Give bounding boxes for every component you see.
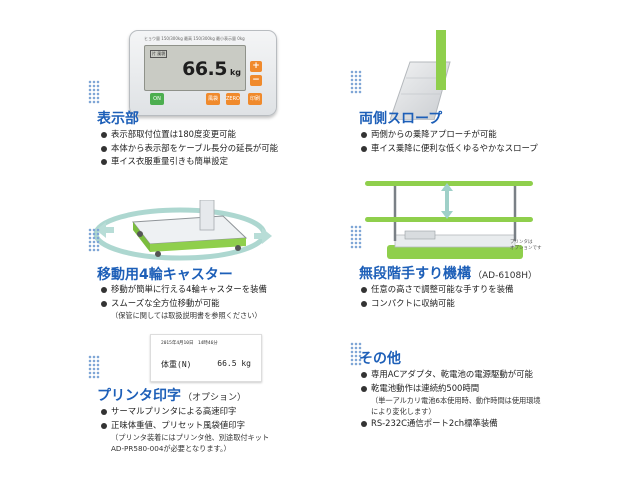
printer-subtitle: （オプション） — [183, 393, 247, 403]
printer-note-2: AD-PR580-004が必要となります。） — [111, 444, 231, 453]
section-title-printer: プリンタ印字（オプション） — [97, 385, 246, 405]
slip-label: 体重(N) — [161, 360, 192, 369]
slip-date: 2015年4月10日 14時46分 — [161, 341, 218, 346]
handrail-model: （AD-6108H） — [473, 271, 538, 281]
list-item: スムーズな全方位移動が可能 — [100, 297, 267, 311]
list-item: RS-232C通信ポート2ch標準装備 — [360, 417, 541, 431]
section-title-handrail: 無段階手すり機構（AD-6108H） — [359, 263, 537, 283]
list-item: 車イス乗降に便利な低くゆるやかなスロープ — [360, 142, 538, 156]
list-item: 移動が簡単に行える4輪キャスターを装備 — [100, 283, 267, 297]
tare-button: 風袋 — [206, 93, 220, 105]
section-marker-dots — [88, 228, 100, 252]
section-marker-dots — [350, 70, 362, 94]
ramp-image — [390, 30, 451, 120]
section-marker-dots — [88, 355, 100, 379]
printer-option-note: プリンタは オプションです — [510, 240, 542, 252]
section-marker-dots — [350, 342, 362, 366]
section-display-bullets: 表示部取付位置は180度変更可能 本体から表示部をケーブル長分の延長が可能 車イ… — [100, 128, 278, 169]
list-item: 任意の高さで調整可能な手すりを装備 — [360, 283, 513, 297]
lcd-screen: 片 風袋 66.5 kg — [144, 45, 246, 91]
section-printer-bullets: サーマルプリンタによる高速印字 正味体重値、プリセット風袋値印字 （プリンタ装着… — [100, 405, 269, 454]
on-button: ON — [150, 93, 164, 105]
printer-option-note-line-2: オプションです — [510, 246, 542, 251]
section-title-display: 表示部 — [97, 111, 139, 127]
lcd-weight-unit: kg — [229, 68, 241, 77]
other-note-1: （単一アルカリ電池6本使用時、動作時間は使用環境 — [371, 396, 541, 405]
other-note-2: により変化します） — [371, 407, 436, 416]
printer-slip: 2015年4月10日 14時46分 体重(N) 66.5 kg — [150, 334, 262, 382]
section-marker-dots — [350, 225, 362, 249]
handrail-title-text: 無段階手すり機構 — [359, 266, 471, 282]
list-item: 乾電池動作は連続約500時間 — [360, 382, 541, 396]
section-title-ramp: 両側スロープ — [359, 111, 443, 127]
section-ramp-bullets: 両側からの乗降アプローチが可能 車イス乗降に便利な低くゆるやかなスロープ — [360, 128, 538, 155]
handrail-image — [365, 181, 533, 259]
plus-button: + — [250, 61, 262, 72]
list-item: 表示部取付位置は180度変更可能 — [100, 128, 278, 142]
list-item: 本体から表示部をケーブル長分の延長が可能 — [100, 142, 278, 156]
section-other-bullets: 専用ACアダプタ、乾電池の電源駆動が可能 乾電池動作は連続約500時間 （単一ア… — [360, 368, 541, 431]
list-item: 正味体重値、プリセット風袋値印字 — [100, 419, 269, 433]
list-item: コンパクトに収納可能 — [360, 297, 513, 311]
section-marker-dots — [88, 80, 100, 104]
section-title-caster: 移動用4輪キャスター — [97, 267, 233, 283]
list-item: サーマルプリンタによる高速印字 — [100, 405, 269, 419]
display-unit-top-text: ヒョウ量 150/300kg 最高 150/300kg 最小表示量 0kg — [144, 36, 245, 41]
printer-note-1: （プリンタ装着にはプリンタ他、別途取付キット — [111, 433, 270, 442]
list-item: 専用ACアダプタ、乾電池の電源駆動が可能 — [360, 368, 541, 382]
display-unit-image: ヒョウ量 150/300kg 最高 150/300kg 最小表示量 0kg 片 … — [129, 30, 277, 116]
lcd-mode-label: 片 風袋 — [150, 50, 168, 58]
lcd-weight-value: 66.5 — [182, 58, 227, 80]
section-caster-bullets: 移動が簡単に行える4輪キャスターを装備 スムーズな全方位移動が可能 （保管に関し… — [100, 283, 267, 321]
list-item: 車イス衣服重量引きも簡単設定 — [100, 155, 278, 169]
caster-note: （保管に関しては取扱説明書を参照ください） — [111, 311, 262, 320]
printer-title-text: プリンタ印字 — [97, 388, 181, 404]
list-item: 両側からの乗降アプローチが可能 — [360, 128, 538, 142]
minus-button: − — [250, 75, 262, 86]
caster-image — [93, 200, 272, 261]
slip-weight: 66.5 kg — [217, 359, 251, 368]
print-button: 印刷 — [248, 93, 262, 105]
section-title-other: その他 — [359, 351, 401, 367]
zero-button: ZERO — [226, 93, 240, 105]
printer-option-note-line-1: プリンタは — [510, 240, 533, 245]
section-handrail-bullets: 任意の高さで調整可能な手すりを装備 コンパクトに収納可能 — [360, 283, 513, 310]
